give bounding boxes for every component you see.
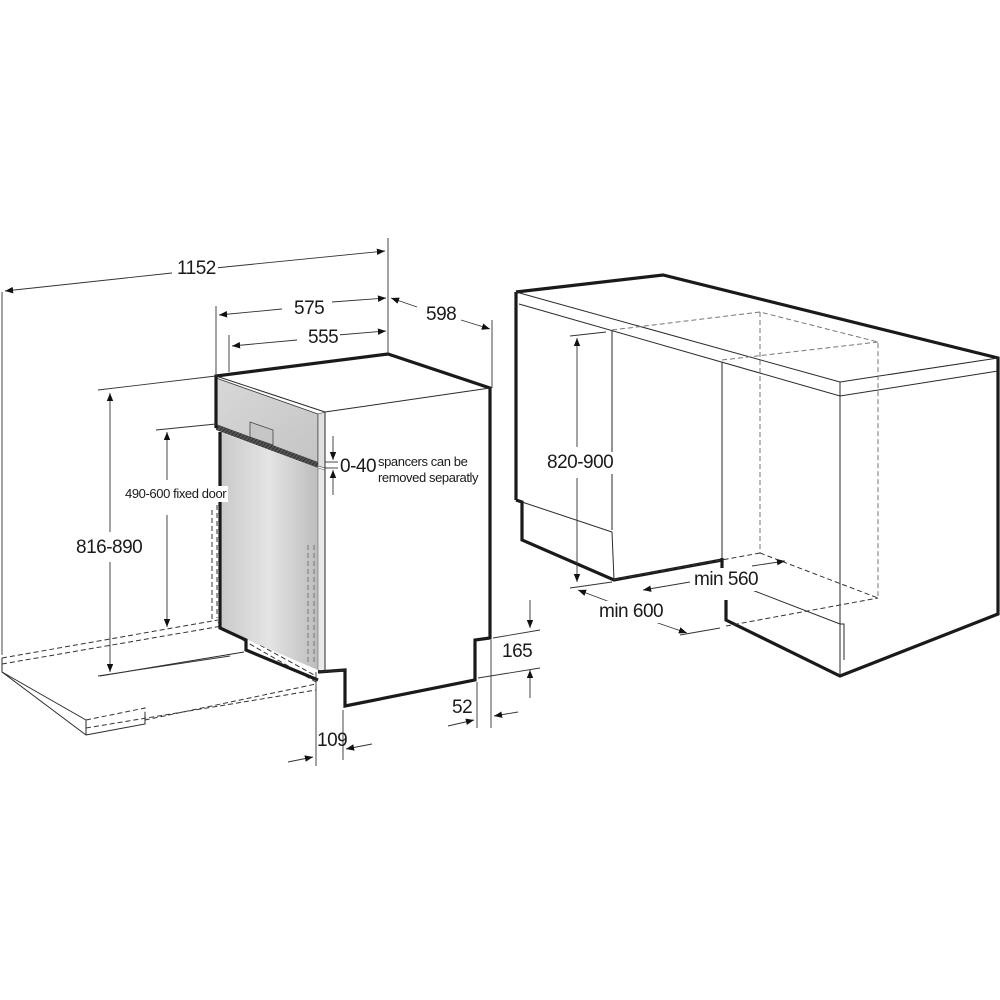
dim-label-spacer-range: 0-40 [340, 456, 377, 477]
dim-label-door-offset: 109 [317, 730, 348, 751]
dim-label-niche-depth: min 600 [597, 601, 666, 623]
dishwasher-outline [214, 352, 492, 708]
spacer-note: spancers can be removed separatly [378, 454, 479, 486]
display-window [249, 421, 274, 446]
spacer-note-line2: removed separatly [378, 470, 479, 485]
dim-label-height-range: 816-890 [74, 537, 145, 559]
door-panel [220, 432, 318, 670]
dishwasher-view [1, 238, 541, 766]
cabinet-niche-view [514, 273, 1000, 678]
dim-label-plinth-height: 165 [502, 641, 533, 662]
dim-label-depth: 598 [424, 304, 459, 326]
spacer-strip [216, 424, 318, 468]
dim-label-width-inner: 555 [306, 327, 341, 349]
dim-label-plinth-recess: 52 [452, 697, 473, 718]
spacer-note-line1: spancers can be [378, 454, 468, 469]
dim-label-total-depth: 1152 [175, 258, 218, 280]
dim-label-niche-height: 820-900 [545, 452, 616, 474]
dishwasher-side-panel [318, 388, 490, 706]
dim-label-niche-width: min 560 [692, 569, 761, 591]
dim-label-fixed-door: 490-600 fixed door [123, 486, 229, 502]
dim-label-width-outer: 575 [292, 298, 327, 320]
